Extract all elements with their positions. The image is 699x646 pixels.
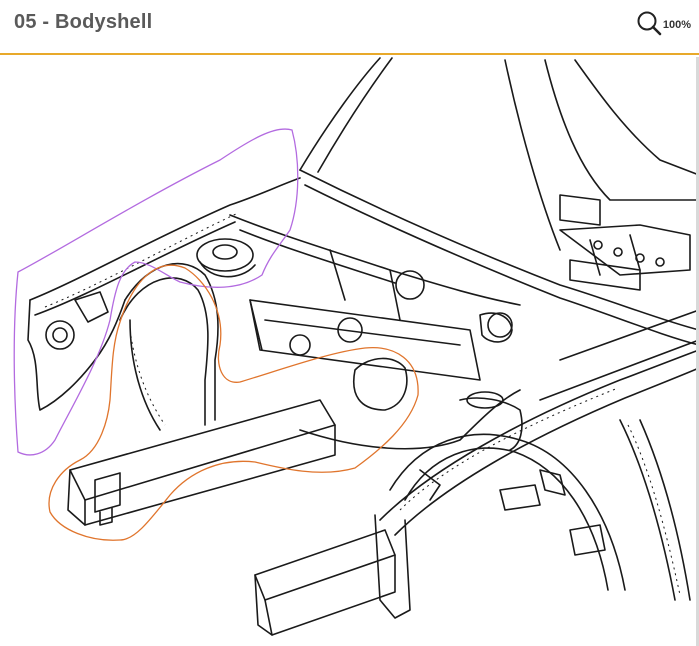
wheel-arch-right: [389, 433, 626, 591]
roof-rail: [574, 59, 699, 176]
right-chassis-rail: [254, 529, 396, 601]
sill-panel: [559, 309, 699, 361]
windscreen-frame: [299, 169, 699, 331]
zoom-button[interactable]: 100%: [636, 8, 691, 38]
strut-tower: [196, 238, 254, 272]
scuttle-panel: [229, 214, 521, 306]
page-title: 05 - Bodyshell: [14, 11, 153, 33]
bulkhead: [249, 299, 481, 381]
orange-outline: [48, 264, 419, 541]
front-wing-inner: [29, 177, 301, 301]
header-bar: 05 - Bodyshell 100%: [0, 0, 699, 55]
a-pillar: [299, 57, 381, 171]
front-chassis-rail: [69, 399, 336, 501]
purple-outline: [13, 128, 299, 456]
zoom-level: 100%: [662, 19, 691, 31]
magnifier-icon: [637, 11, 662, 36]
bodyshell-diagram: [13, 57, 699, 636]
scrollbar-track[interactable]: [696, 57, 699, 646]
